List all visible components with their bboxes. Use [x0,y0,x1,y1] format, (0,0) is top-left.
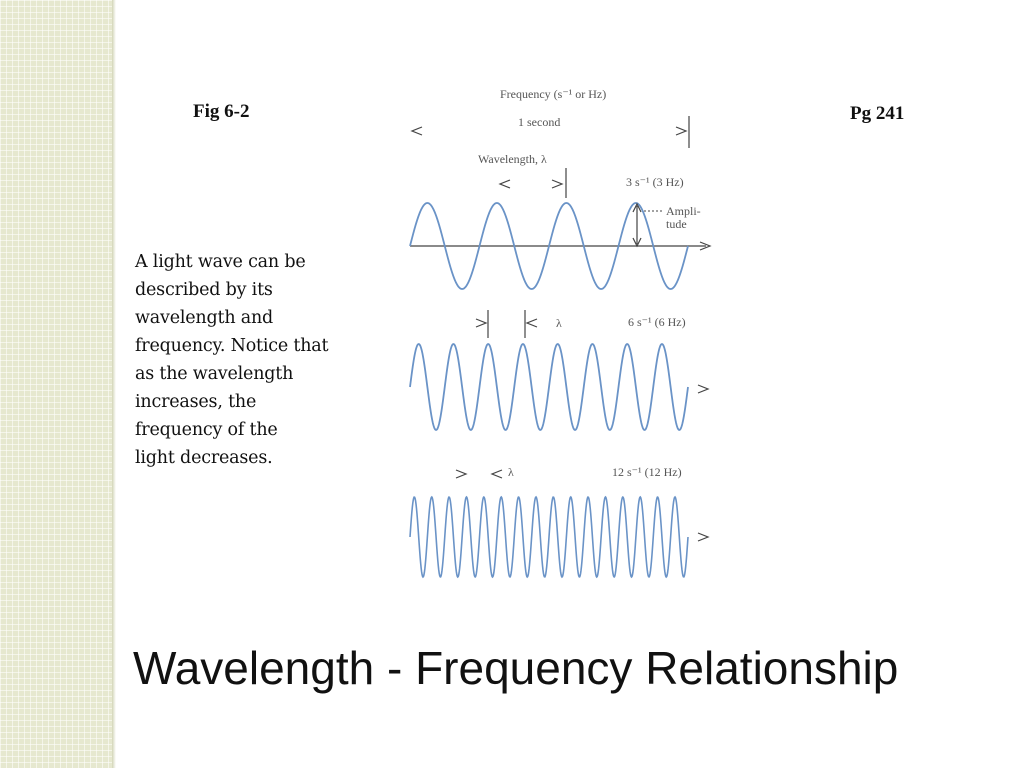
wave-frequency-label: 3 s⁻¹ (3 Hz) [626,175,684,189]
up-arrowhead [632,202,642,213]
side-strip-edge [112,0,116,768]
slide-title: Wavelength - Frequency Relationship [133,642,899,694]
down-arrowhead [632,237,642,248]
right-arrowhead [455,469,468,479]
axis-arrowhead [697,532,710,542]
lambda-label: λ [556,316,562,330]
wave-2-lambda-marker: λ [475,310,562,338]
caption-line: frequency. Notice that [135,336,329,356]
figure-label: Fig 6-2 [193,101,250,122]
right-arrowhead [475,318,488,328]
caption-line: as the wavelength [135,364,294,384]
axis-arrowhead [697,384,710,394]
wave-3-lambda-marker: λ [455,465,514,479]
wave-frequency-label: 6 s⁻¹ (6 Hz) [628,315,686,329]
wave-frequency-label: 12 s⁻¹ (12 Hz) [612,465,682,479]
wave-1-curve [409,202,689,290]
wave-2-curve [409,343,689,431]
right-arrowhead [551,179,564,189]
right-arrowhead [675,126,688,136]
one-second-span: 1 second [410,115,690,148]
caption-line: light decreases. [135,448,273,468]
wavelength-label: Wavelength, λ [478,152,547,166]
left-arrowhead [525,318,538,328]
one-second-label: 1 second [518,115,560,129]
amplitude-label-line-1: Ampli- [666,204,701,218]
amplitude-label-line-2: tude [666,217,687,231]
caption-line: wavelength and [135,308,274,328]
decorative-side-strip [0,0,112,768]
caption-line: increases, the [135,392,257,412]
caption-line: described by its [135,280,273,300]
left-arrowhead [498,179,511,189]
caption: A light wave can be described by its wav… [135,248,365,472]
amplitude-marker: Ampli- tude [632,202,701,248]
left-arrowhead [410,126,423,136]
wave-3-curve [409,495,689,579]
lambda-label: λ [508,465,514,479]
caption-line: A light wave can be [135,252,306,272]
wavelength-marker: Wavelength, λ [478,152,567,198]
left-arrowhead [490,469,503,479]
wave-figure: Frequency (s⁻¹ or Hz) 1 second Wavelengt… [409,87,712,579]
page-reference: Pg 241 [850,103,905,124]
frequency-header: Frequency (s⁻¹ or Hz) [500,87,606,101]
axis-arrowhead [699,241,712,251]
caption-line: frequency of the [135,420,278,440]
